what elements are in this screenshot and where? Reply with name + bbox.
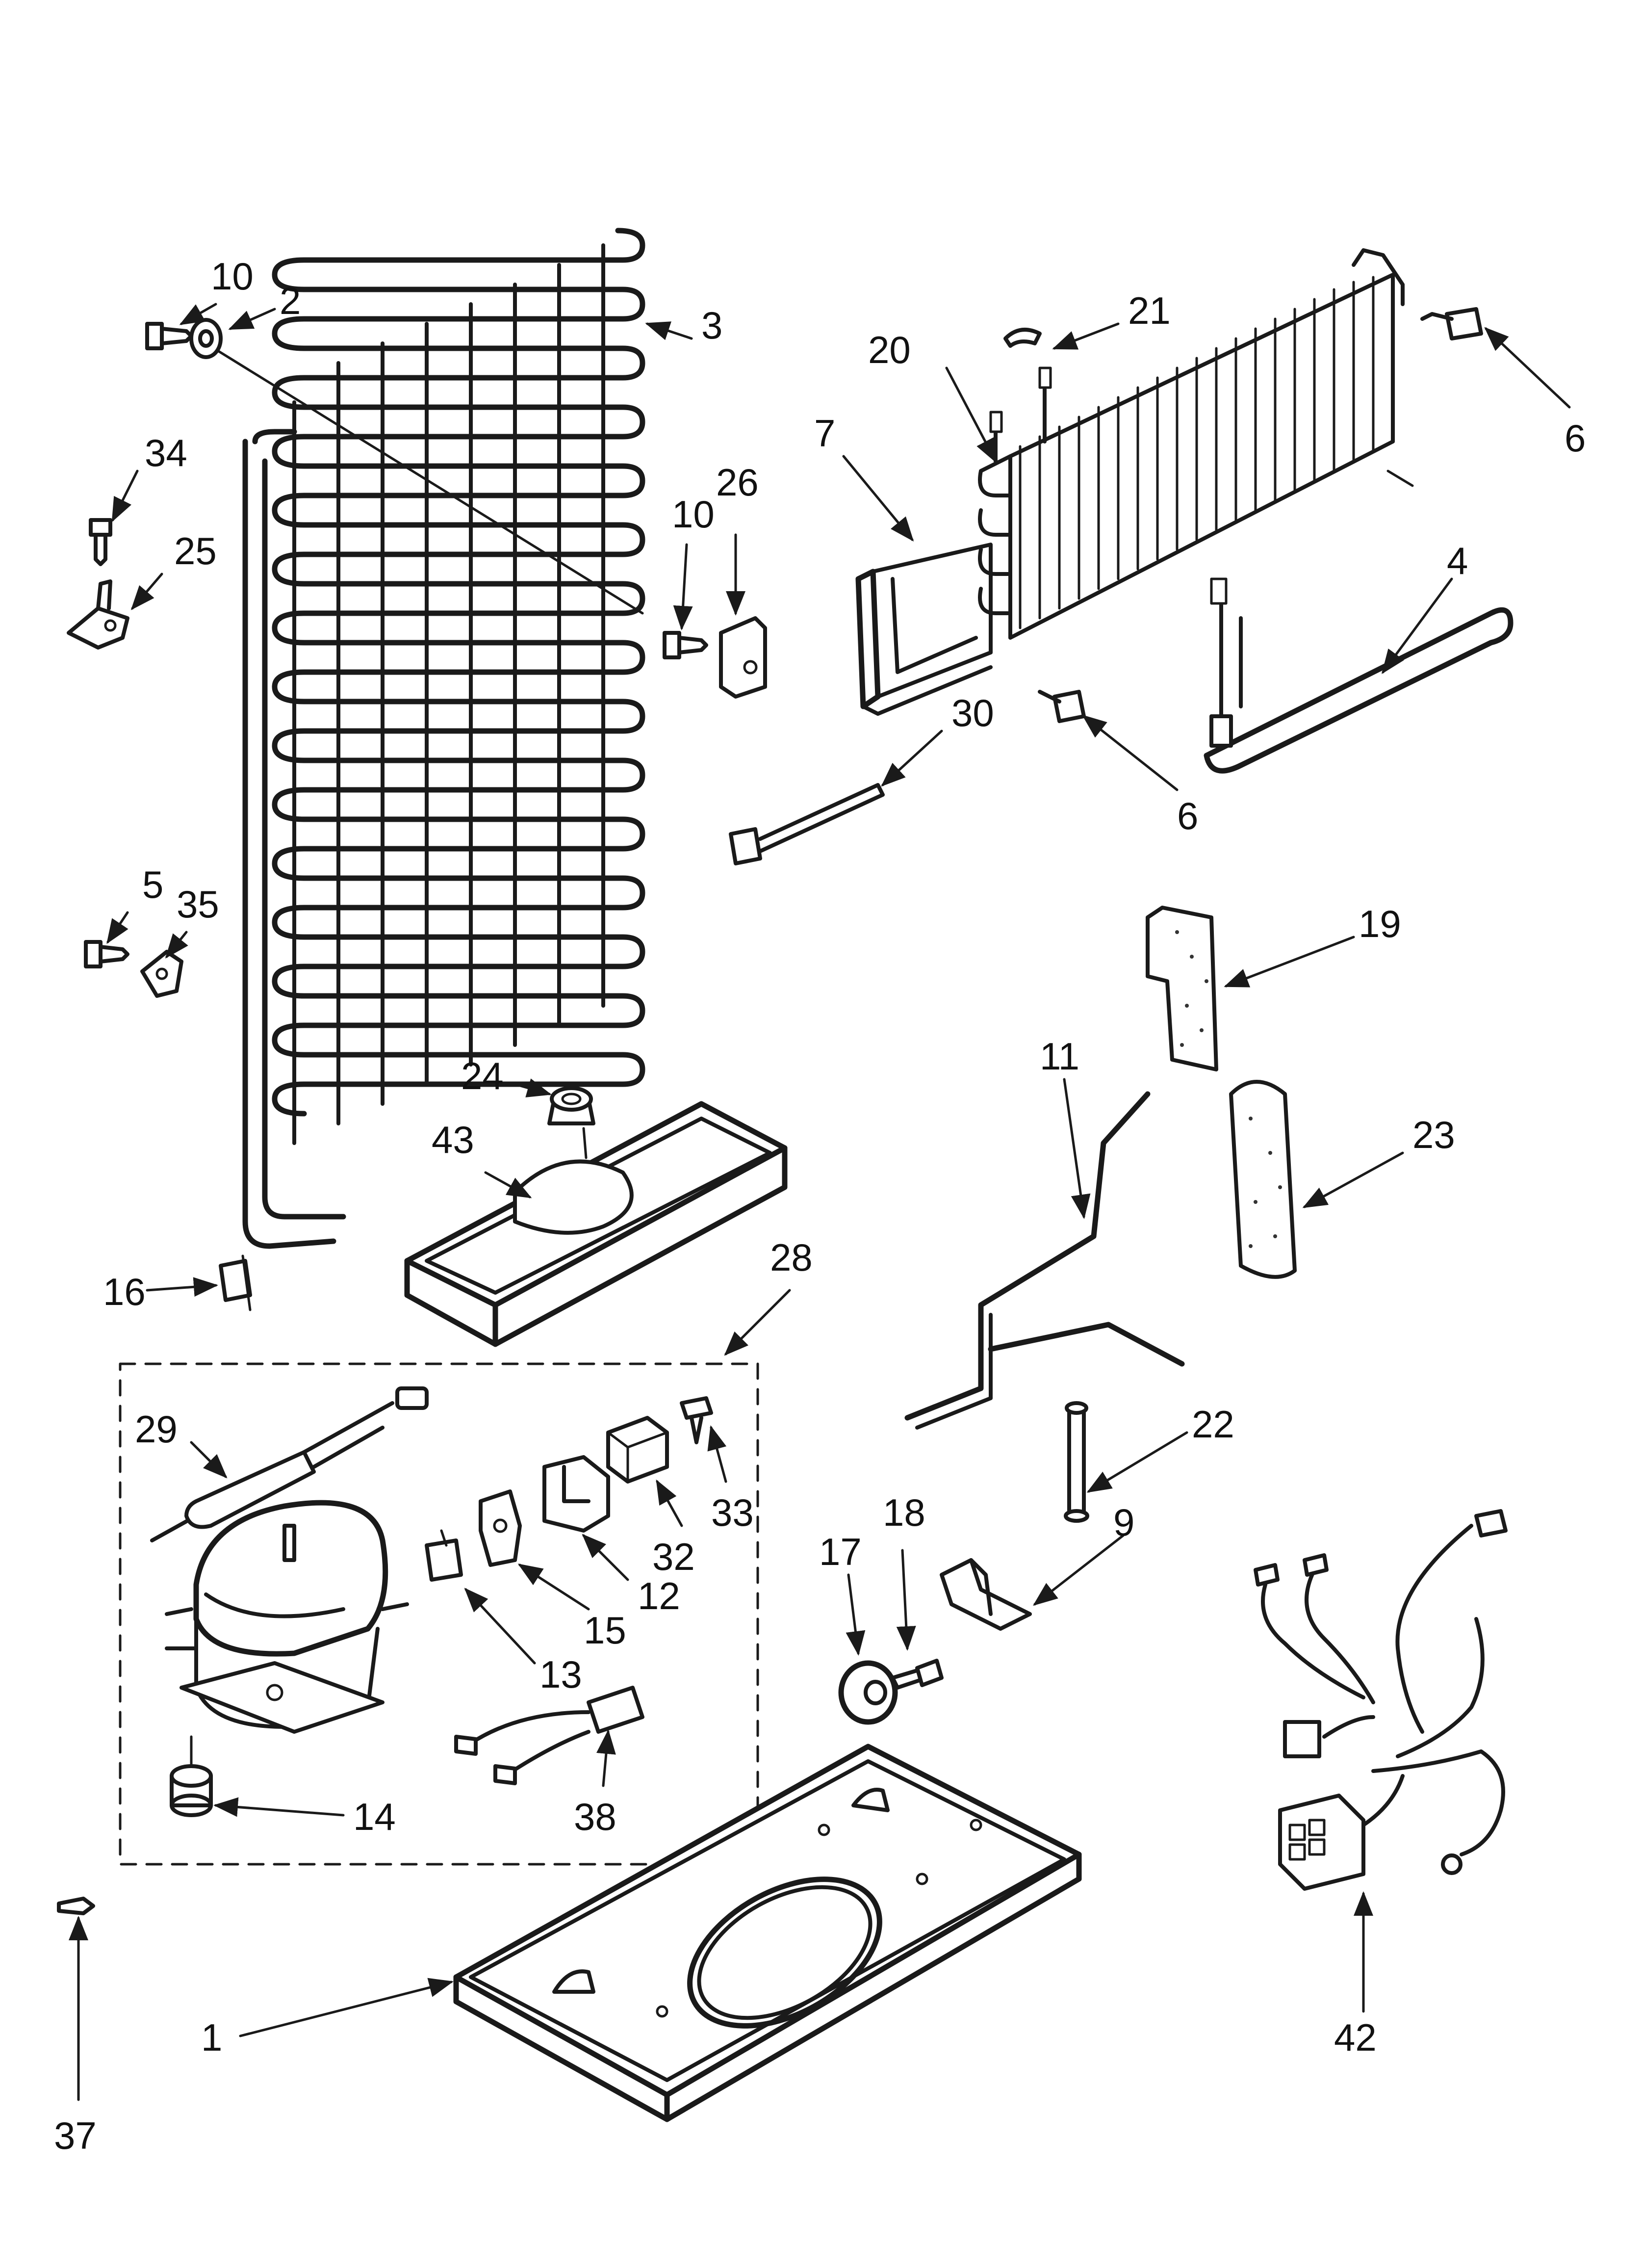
callout-43: 43 [432,1118,474,1161]
callout-1: 1 [201,2016,222,2059]
screw-icon [1038,690,1086,723]
compressor [165,1500,409,1734]
nut-icon [547,1086,595,1159]
callout-14: 14 [353,1795,396,1838]
screw-icon [84,940,129,968]
callout-38: 38 [574,1795,616,1838]
screw-icon [680,1396,713,1444]
wire-harness [1254,1509,1508,1891]
callout-16: 16 [103,1270,146,1313]
callout-35: 35 [177,883,219,926]
callout-33: 33 [711,1491,754,1534]
callout-2: 2 [280,279,301,322]
cable-tie-icon [729,783,885,865]
callout-25: 25 [174,529,217,573]
harness-icon [454,1686,644,1785]
callout-15: 15 [584,1609,626,1652]
callout-3: 3 [701,304,722,347]
leader-lines [69,303,1571,2101]
screw-icon [1420,307,1483,340]
screw-icon [891,1659,944,1690]
callout-4: 4 [1447,539,1468,582]
callout-30: 30 [951,691,994,734]
callout-11: 11 [1040,1035,1079,1078]
callout-29: 29 [135,1408,178,1451]
screw-icon [145,322,193,350]
screw-icon [663,631,708,659]
drip-tray [855,543,993,716]
callout-42: 42 [1334,2016,1377,2059]
callout-28: 28 [770,1236,813,1279]
callout-6: 6 [1177,794,1198,837]
screw-icon [89,518,112,566]
evaporator [978,248,1414,640]
drain-pan [404,1101,788,1347]
grommet-icon [170,1735,213,1817]
callout-12: 12 [638,1574,680,1617]
callout-17: 17 [819,1530,862,1573]
callout-10: 10 [211,255,254,298]
bracket-icon [67,579,129,650]
callout-32: 32 [652,1535,695,1578]
foam-block [1229,1080,1297,1279]
clip-icon [140,950,183,998]
compressor-kit-outline [119,1362,759,1866]
callout-9: 9 [1113,1501,1134,1544]
foam-block [1146,906,1218,1071]
relay-icon [425,1529,463,1582]
callout-5: 5 [142,863,163,906]
callout-13: 13 [539,1653,582,1696]
callout-26: 26 [716,461,759,504]
callout-10: 10 [672,493,715,536]
cap-icon [606,1416,669,1484]
callout-23: 23 [1412,1113,1455,1156]
defrost-heater [1204,577,1514,774]
bracket-icon [940,1558,1032,1631]
callout-37: 37 [54,2114,97,2157]
callout-labels: 10 2 3 34 25 10 26 5 35 24 43 16 28 29 3… [54,255,1586,2157]
callout-21: 21 [1128,289,1171,332]
bracket-icon [719,616,767,699]
callout-22: 22 [1192,1403,1234,1446]
grommet-icon [189,318,223,359]
callout-6: 6 [1565,417,1586,460]
callout-24: 24 [461,1054,504,1097]
roller-icon [838,1660,898,1725]
base-pan [453,1744,1082,2122]
condenser-coil [205,228,645,1249]
callout-34: 34 [145,431,187,474]
drain-tube [904,1091,1185,1430]
callout-7: 7 [814,412,835,455]
callout-19: 19 [1359,902,1401,945]
clip-icon [219,1254,252,1311]
callout-20: 20 [868,328,911,371]
callout-18: 18 [883,1491,925,1534]
clip-icon [57,1897,95,1915]
pin-icon [1064,1401,1089,1523]
cover-icon [542,1455,610,1533]
overload-icon [479,1489,522,1567]
drier-icon [150,1386,429,1542]
